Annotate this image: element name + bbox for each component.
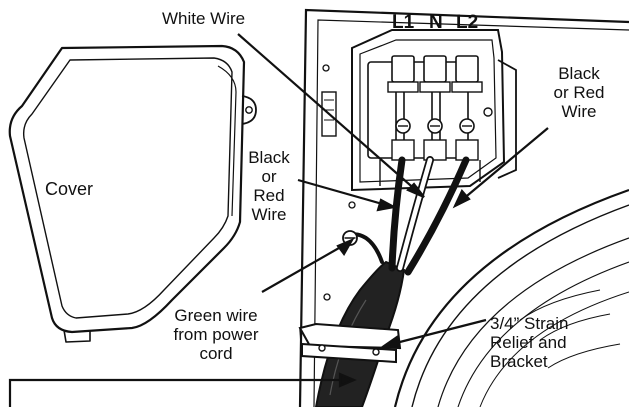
- label-black-red-wire-right: Black or Red Wire: [553, 64, 605, 121]
- callout-leaders: [8, 33, 549, 407]
- arrowhead-green-wire: [336, 237, 355, 256]
- leader-black-red-right: [461, 127, 549, 201]
- drum-housing: [393, 188, 629, 407]
- terminal-label-n: N: [429, 12, 443, 33]
- terminal-label-l2: L2: [456, 12, 479, 33]
- terminal-screw-l2: [451, 55, 483, 161]
- leader-green-wire: [261, 243, 347, 293]
- strain-relief-bracket: [298, 322, 402, 364]
- label-white-wire: White Wire: [162, 9, 246, 28]
- terminal-cover: [8, 44, 257, 343]
- label-green-wire: Green wire from power cord: [173, 306, 259, 363]
- leader-bottom-callout: [8, 378, 346, 407]
- terminal-label-l1: L1: [392, 12, 415, 33]
- arrowhead-white-wire: [406, 182, 425, 199]
- arrowhead-black-red-left: [376, 198, 398, 212]
- terminal-screw-n: [419, 55, 451, 161]
- arrowhead-strain-relief: [381, 335, 401, 350]
- label-strain-relief: 3/4” Strain Relief and Bracket: [490, 314, 569, 371]
- label-cover: Cover: [45, 179, 94, 199]
- terminal-block: [351, 29, 517, 192]
- leader-white-wire: [237, 33, 419, 193]
- leader-strain-relief: [391, 318, 487, 346]
- terminal-screw-l1: [387, 55, 419, 161]
- dryer-back-panel: [298, 8, 629, 407]
- arrowhead-black-red-right: [452, 189, 471, 209]
- leader-black-red-left: [297, 178, 387, 207]
- arrowhead-bottom-callout: [338, 372, 357, 388]
- label-black-red-wire-left: Black or Red Wire: [248, 148, 290, 224]
